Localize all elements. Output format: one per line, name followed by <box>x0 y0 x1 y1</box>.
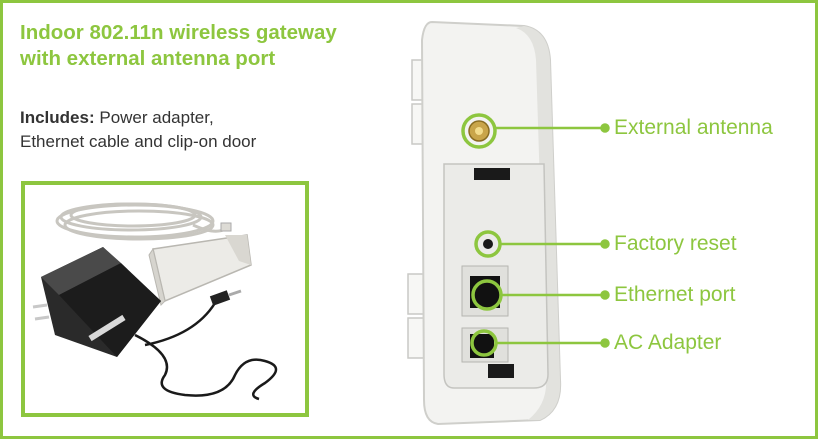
callout-ac-adapter: AC Adapter <box>614 331 722 354</box>
title-line-2: with external antenna port <box>20 47 276 70</box>
product-title: Indoor 802.11n wireless gateway with ext… <box>20 20 420 72</box>
antenna-connector-icon <box>461 113 497 149</box>
includes-line-1: Includes: Power adapter, <box>20 106 400 130</box>
clip-on-door-icon <box>148 234 252 306</box>
ethernet-jack-icon <box>461 265 509 317</box>
callout-ethernet-port: Ethernet port <box>614 283 736 306</box>
ethernet-cable-icon <box>55 202 232 241</box>
power-adapter-icon <box>32 247 278 401</box>
callout-external-antenna: External antenna <box>614 116 773 139</box>
includes-line-2: Ethernet cable and clip-on door <box>20 132 257 151</box>
accessories-illustration <box>32 202 278 401</box>
callout-lines <box>495 123 610 348</box>
power-jack-icon <box>461 327 514 378</box>
accessories-photo <box>21 181 309 417</box>
includes-label: Includes: <box>20 108 95 127</box>
title-line-1: Indoor 802.11n wireless gateway <box>20 21 337 44</box>
callout-factory-reset: Factory reset <box>614 232 737 255</box>
includes-text: Includes: Power adapter, Ethernet cable … <box>20 106 400 154</box>
includes-item-1: Power adapter, <box>99 108 214 127</box>
